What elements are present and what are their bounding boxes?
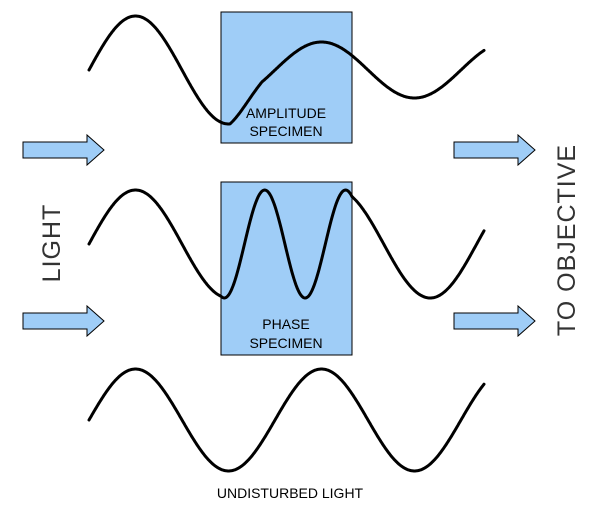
to-objective-label: TO OBJECTIVE	[553, 144, 581, 336]
phase-specimen-label-line1: PHASE	[262, 316, 309, 332]
phase-wave	[87, 188, 486, 300]
phase-specimen-label-line2: SPECIMEN	[249, 335, 322, 351]
arrow-right-icon	[453, 133, 536, 167]
amplitude-wave	[87, 14, 486, 126]
arrow-right-icon	[453, 304, 536, 338]
amplitude-specimen-label-line2: SPECIMEN	[249, 123, 322, 139]
undisturbed-light-label: UNDISTURBED LIGHT	[217, 485, 364, 501]
light-label: LIGHT	[38, 204, 66, 283]
amplitude-specimen-label-line1: AMPLITUDE	[246, 105, 326, 121]
arrow-right-icon	[22, 133, 105, 167]
amplitude-specimen-box	[220, 11, 353, 144]
undisturbed-wave	[87, 367, 486, 473]
arrow-right-icon	[22, 304, 105, 338]
phase-specimen-box	[220, 181, 353, 356]
